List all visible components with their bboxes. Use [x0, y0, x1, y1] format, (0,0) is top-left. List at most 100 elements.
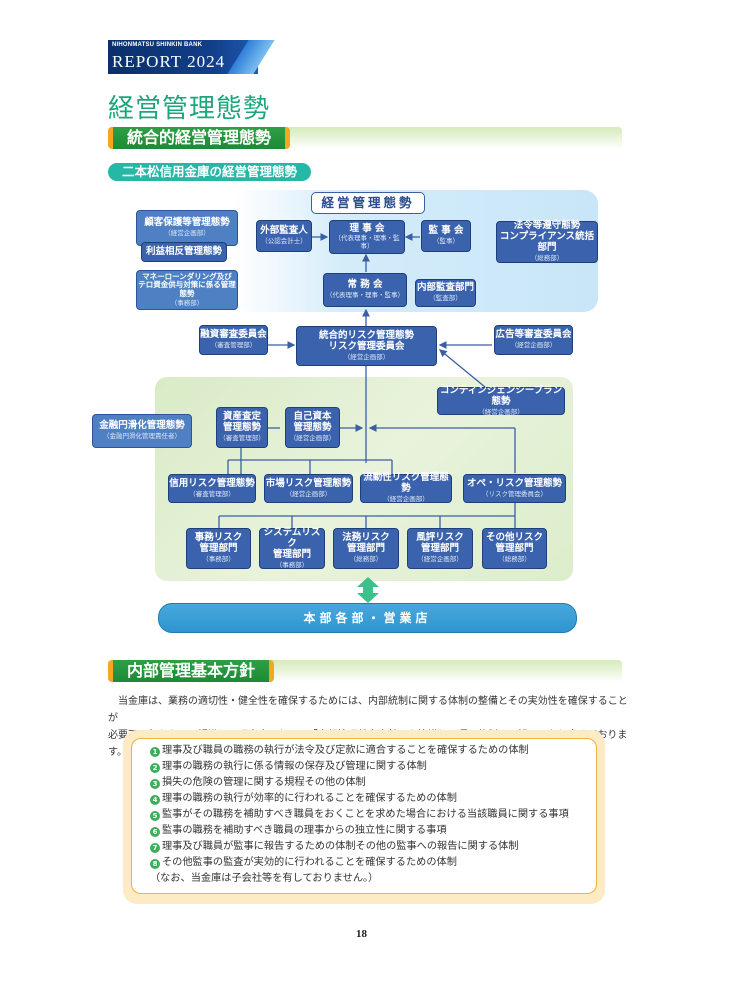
- node-dept: （リスク管理委員会）: [482, 489, 547, 498]
- subheading-pill: 二本松信用金庫の経営管理態勢: [108, 163, 312, 181]
- node-label: 法務リスク: [342, 532, 390, 544]
- page-title: 経営管理態勢: [108, 94, 271, 124]
- number-badge-icon: 6: [150, 827, 160, 837]
- node-label-2: 管理部門: [420, 543, 459, 555]
- node-dept: （監査部）: [429, 294, 462, 303]
- node-label-2: コンプライアンス統括部門: [499, 231, 595, 254]
- node-dept: （公認会計士）: [261, 237, 307, 246]
- node-dept: （経営企画部）: [478, 407, 524, 416]
- node-label: 事務リスク: [194, 532, 243, 544]
- number-badge-icon: 5: [150, 811, 160, 821]
- node-external-auditor: 外部監査人 （公認会計士）: [256, 220, 312, 252]
- node-label: 信用リスク管理態勢: [169, 477, 255, 489]
- number-badge-icon: 1: [150, 747, 160, 757]
- node-dept: （審査管理部）: [210, 341, 257, 350]
- arrow-contingency-to-integrated: [438, 349, 486, 388]
- policy-box: [131, 738, 597, 894]
- policy-text: 監事がその職務を補助すべき職員をおくことを求めた場合における当該職員に関する事項: [162, 809, 569, 820]
- policy-text: 損失の危険の管理に関する規程その他の体制: [162, 777, 366, 788]
- number-badge-icon: 2: [150, 763, 160, 773]
- node-label: 統合的リスク管理態勢: [318, 329, 414, 341]
- node-label: 自己資本: [293, 411, 332, 423]
- node-dept: （総務部）: [530, 254, 564, 263]
- node-other-risk: その他リスク 管理部門 （総務部）: [482, 528, 547, 569]
- node-dept: （総務部）: [349, 555, 383, 564]
- node-label: 資産査定: [222, 411, 261, 423]
- node-label-2: 管理部門: [346, 543, 385, 555]
- policy-note: （なお、当金庫は子会社等を有しておりません。）: [150, 873, 379, 884]
- node-label: コンティンジェンシープラン態勢: [439, 384, 563, 407]
- page-number: 18: [356, 928, 367, 940]
- node-customer-protection: 顧客保護等管理態勢 （経営企画部）: [136, 210, 238, 246]
- intro-line: 当金庫は、業務の適切性・健全性を確保するためには、内部統制に関する体制の整備とそ…: [108, 696, 628, 724]
- policy-text: 監事の職務を補助すべき職員の理事からの独立性に関する事項: [162, 825, 447, 836]
- node-operational-risk: オペ・リスク管理態勢 （リスク管理委員会）: [463, 474, 566, 503]
- node-integrated-risk: 統合的リスク管理態勢 リスク管理委員会 （経営企画部）: [296, 326, 437, 366]
- policy-text: 理事及び職員が監事に報告するための体制その他の監事への報告に関する体制: [162, 841, 519, 852]
- node-board-of-auditors: 監 事 会 （監事）: [421, 220, 471, 252]
- node-label-2: 管理部門: [495, 543, 534, 555]
- node-asset-assessment: 資産査定 管理態勢 （審査管理部）: [216, 407, 268, 448]
- node-dept: （代表理事・理事・監事）: [326, 291, 404, 300]
- node-label: 監 事 会: [428, 225, 464, 237]
- node-label: システムリスク: [263, 526, 321, 549]
- node-internal-audit: 内部監査部門 （監査部）: [415, 279, 476, 307]
- node-label: マネーローンダリング及び: [142, 271, 232, 281]
- node-label-2: 管理態勢: [293, 422, 332, 434]
- node-liquidity-risk: 流動性リスク管理態勢 （経営企画部）: [360, 472, 452, 503]
- node-smooth-finance: 金融円滑化管理態勢 （金融円滑化管理責任者）: [92, 414, 192, 448]
- headquarters-branches-bar: 本部各部・営業店: [158, 603, 577, 633]
- node-label-2: 管理部門: [199, 543, 238, 555]
- node-dept: （総務部）: [498, 555, 531, 564]
- node-dept: （経営企画部）: [164, 229, 210, 238]
- policy-text: 理事の職務の執行に係る情報の保存及び管理に関する体制: [162, 761, 427, 772]
- node-capital: 自己資本 管理態勢 （経営企画部）: [285, 407, 340, 448]
- node-label: 広告等審査委員会: [495, 329, 572, 341]
- node-dept: （経営企画部）: [510, 341, 557, 350]
- node-label: 金融円滑化管理態勢: [99, 420, 185, 432]
- node-compliance: 法令等遵守態勢 コンプライアンス統括部門 （総務部）: [496, 220, 598, 263]
- node-label-2: テロ資金供与対策に係る管理態勢: [138, 280, 236, 299]
- node-dept: （監事）: [433, 237, 459, 246]
- node-dept: （経営企画部）: [289, 434, 336, 443]
- node-label: 常 務 会: [347, 279, 383, 291]
- node-conflict-of-interest: 利益相反管理態勢: [141, 242, 227, 262]
- node-ad-review-committee: 広告等審査委員会 （経営企画部）: [494, 325, 573, 355]
- node-admin-risk: 事務リスク 管理部門 （事務部）: [186, 528, 251, 569]
- bank-name: NIHONMATSU SHINKIN BANK: [112, 42, 203, 48]
- node-dept: （審査管理部）: [219, 434, 265, 443]
- number-badge-icon: 8: [150, 859, 160, 869]
- node-label: オペ・リスク管理態勢: [466, 477, 562, 489]
- node-dept: （経営企画部）: [285, 489, 332, 498]
- node-label: 理 事 会: [349, 222, 385, 234]
- node-dept: （経営企画部）: [417, 555, 463, 564]
- node-executive-committee: 常 務 会 （代表理事・理事・監事）: [323, 273, 407, 307]
- node-dept: （事務部）: [275, 560, 309, 569]
- node-reputation-risk: 風評リスク 管理部門 （経営企画部）: [407, 528, 473, 569]
- node-label: 市場リスク管理態勢: [265, 477, 352, 489]
- node-label: 顧客保護等管理態勢: [144, 217, 230, 229]
- node-legal-risk: 法務リスク 管理部門 （総務部）: [333, 528, 399, 569]
- section-heading-integrated: 統合的経営管理態勢: [108, 127, 291, 149]
- number-badge-icon: 4: [150, 795, 160, 805]
- node-dept: （代表理事・理事・監事）: [334, 234, 400, 250]
- policy-text: 理事及び職員の職務の執行が法令及び定款に適合することを確保するための体制: [162, 745, 529, 756]
- node-label: 風評リスク: [416, 532, 464, 544]
- double-arrow-icon: [357, 577, 379, 603]
- section-heading-internal-policy: 内部管理基本方針: [108, 660, 275, 682]
- node-label: 外部監査人: [260, 225, 308, 237]
- node-dept: （金融円滑化管理責任者）: [103, 432, 181, 441]
- policy-text: その他監事の監査が実効的に行われることを確保するための体制: [162, 857, 457, 868]
- node-label: 内部監査部門: [416, 282, 474, 294]
- chart-top-title: 経営管理態勢: [311, 192, 425, 214]
- node-label-2: リスク管理委員会: [328, 340, 405, 352]
- number-badge-icon: 7: [150, 843, 160, 853]
- node-label: 融資審査委員会: [200, 329, 267, 341]
